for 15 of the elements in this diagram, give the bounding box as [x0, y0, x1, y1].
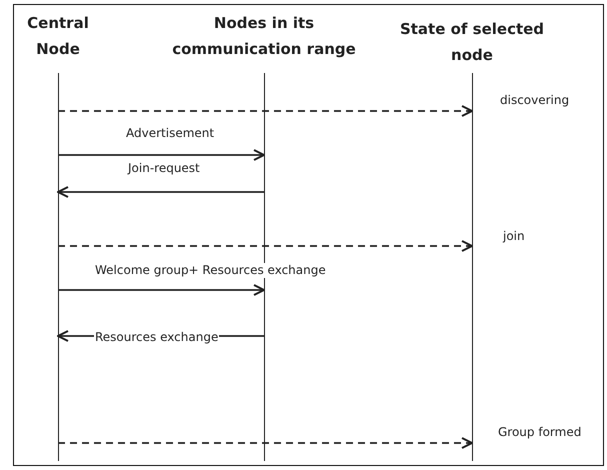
arrow [58, 437, 473, 449]
arrow [58, 240, 473, 252]
state-label: Group formed [498, 425, 582, 440]
edge-label: Join-request [127, 161, 201, 176]
edge-label: Welcome group+ Resources exchange [94, 263, 327, 278]
column-heading: Nodes in its communication range [171, 13, 357, 60]
state-label: join [503, 229, 525, 244]
arrow [58, 149, 265, 161]
edge-label: Resources exchange [94, 330, 220, 345]
state-label: discovering [500, 93, 570, 108]
arrow [58, 105, 473, 117]
arrow [57, 186, 264, 198]
column-heading: State of selected node [398, 19, 546, 66]
column-heading: Central Node [26, 13, 90, 60]
arrow [58, 284, 265, 296]
